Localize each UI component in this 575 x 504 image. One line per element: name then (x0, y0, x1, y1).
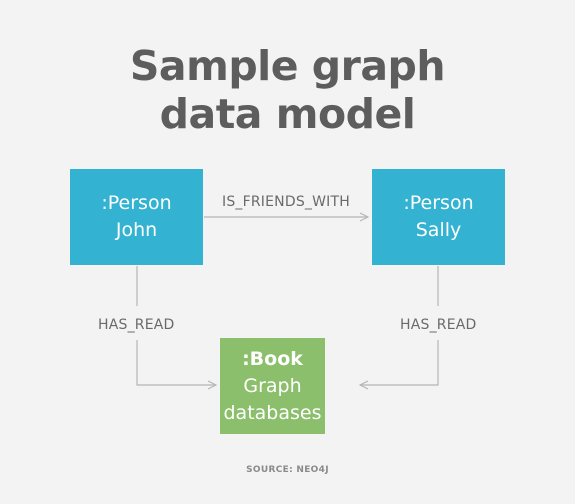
node-sally-name: Sally (415, 219, 462, 241)
diagram-title: Sample graph data model (0, 42, 575, 138)
node-sally-type: :Person (403, 192, 474, 214)
node-book-type: :Book (242, 347, 303, 370)
edge-label-is-friends-with: IS_FRIENDS_WITH (222, 194, 350, 210)
node-john-name: John (115, 219, 158, 241)
node-person-john: :Person John (70, 169, 203, 265)
edge-label-sally-has-read: HAS_READ (400, 317, 477, 333)
node-john-type: :Person (101, 192, 172, 214)
node-person-sally: :Person Sally (372, 169, 505, 265)
title-line-1: Sample graph (129, 42, 446, 90)
edge-sally-read-lower (360, 340, 439, 385)
edge-john-read-lower (136, 340, 216, 385)
source-credit: SOURCE: NEO4J (246, 465, 329, 475)
node-book-name-line-1: Graph (243, 374, 302, 397)
node-book-name-line-2: databases (223, 401, 322, 424)
node-book: :Book Graph databases (220, 338, 325, 434)
edge-label-john-has-read: HAS_READ (98, 317, 175, 333)
title-line-2: data model (159, 90, 416, 138)
